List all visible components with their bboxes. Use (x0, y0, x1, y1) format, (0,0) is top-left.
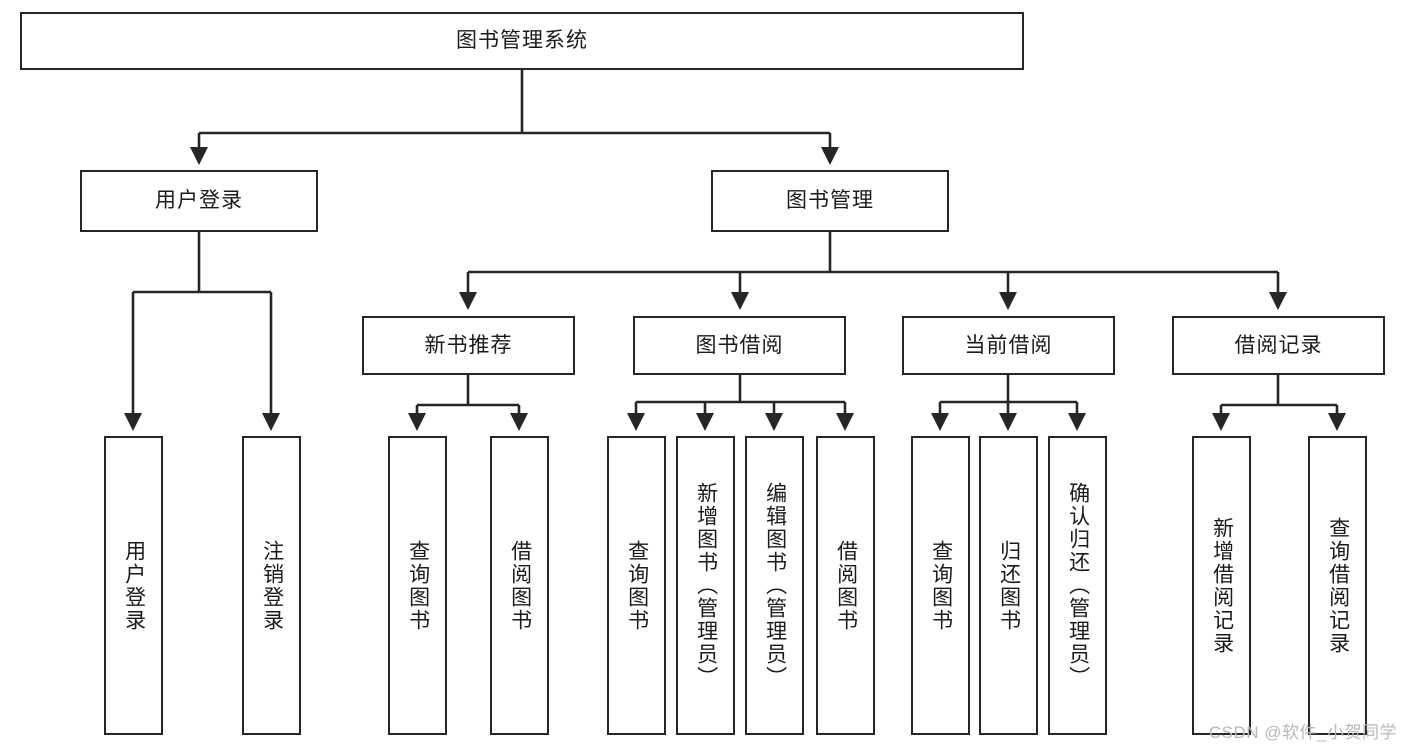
node-leaf-confirm-return-label: 确认归还（管理员） (1066, 482, 1090, 689)
node-leaf-query-book-1-label: 查询图书 (406, 539, 430, 632)
node-book-manage-label: 图书管理 (786, 189, 874, 213)
node-leaf-return-book[interactable]: 归还图书 (979, 436, 1038, 735)
node-leaf-query-book-3[interactable]: 查询图书 (911, 436, 970, 735)
node-root[interactable]: 图书管理系统 (20, 12, 1024, 70)
node-leaf-borrow-book-1-label: 借阅图书 (508, 539, 532, 632)
node-leaf-borrow-book-2-label: 借阅图书 (834, 539, 858, 632)
node-leaf-query-book-2[interactable]: 查询图书 (607, 436, 666, 735)
node-leaf-logout-label: 注销登录 (260, 539, 284, 632)
node-leaf-confirm-return[interactable]: 确认归还（管理员） (1048, 436, 1107, 735)
node-leaf-user-login-label: 用户登录 (122, 539, 146, 632)
node-book-borrow[interactable]: 图书借阅 (633, 316, 846, 375)
node-leaf-query-book-1[interactable]: 查询图书 (388, 436, 447, 735)
node-borrow-record[interactable]: 借阅记录 (1172, 316, 1385, 375)
node-leaf-query-record-label: 查询借阅记录 (1326, 516, 1350, 655)
node-root-label: 图书管理系统 (456, 29, 588, 53)
node-book-manage[interactable]: 图书管理 (711, 170, 949, 232)
node-borrow-record-label: 借阅记录 (1234, 333, 1323, 357)
node-leaf-logout[interactable]: 注销登录 (242, 436, 301, 735)
node-current-borrow-label: 当前借阅 (964, 333, 1053, 357)
node-leaf-return-book-label: 归还图书 (997, 539, 1021, 632)
node-book-borrow-label: 图书借阅 (695, 333, 784, 357)
node-leaf-add-book[interactable]: 新增图书（管理员） (676, 436, 735, 735)
node-leaf-add-book-label: 新增图书（管理员） (694, 482, 718, 689)
node-leaf-edit-book-label: 编辑图书（管理员） (763, 482, 787, 689)
node-new-book-rec-label: 新书推荐 (424, 333, 513, 357)
node-user-login-label: 用户登录 (155, 189, 243, 213)
node-current-borrow[interactable]: 当前借阅 (902, 316, 1115, 375)
node-leaf-query-book-2-label: 查询图书 (625, 539, 649, 632)
node-leaf-borrow-book-2[interactable]: 借阅图书 (816, 436, 875, 735)
node-new-book-rec[interactable]: 新书推荐 (362, 316, 575, 375)
node-leaf-add-record-label: 新增借阅记录 (1210, 516, 1234, 655)
node-leaf-query-book-3-label: 查询图书 (929, 539, 953, 632)
node-leaf-borrow-book-1[interactable]: 借阅图书 (490, 436, 549, 735)
node-leaf-query-record[interactable]: 查询借阅记录 (1308, 436, 1367, 735)
csdn-watermark: CSDN @软件_小贺同学 (1208, 723, 1397, 742)
node-user-login[interactable]: 用户登录 (80, 170, 318, 232)
node-leaf-user-login[interactable]: 用户登录 (104, 436, 163, 735)
node-leaf-add-record[interactable]: 新增借阅记录 (1192, 436, 1251, 735)
node-leaf-edit-book[interactable]: 编辑图书（管理员） (745, 436, 804, 735)
